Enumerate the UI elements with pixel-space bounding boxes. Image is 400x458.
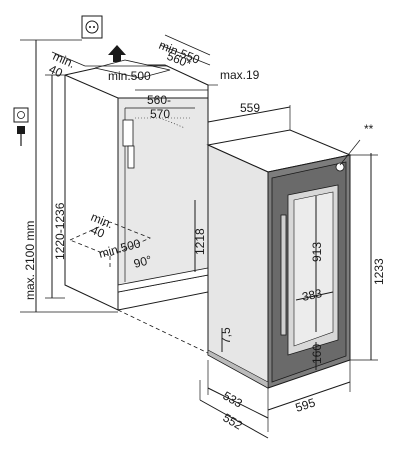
plug-icon (17, 126, 25, 146)
socket-icon (81, 15, 103, 39)
label-1218: 1218 (193, 228, 207, 255)
left-dimension-lines (20, 39, 118, 313)
appliance-dimension-lines (199, 105, 378, 439)
label-1220-1236: 1220-1236 (53, 202, 67, 260)
label-559: 559 (240, 101, 260, 115)
label-383: 383 (301, 286, 324, 304)
label-913: 913 (310, 242, 324, 262)
label-double-star: ** (364, 122, 374, 136)
ventilation-arrow-icon (108, 45, 126, 62)
label-max-2100: max. 2100 mm (23, 221, 37, 300)
label-560-570-b: 570 (150, 107, 170, 121)
label-160: 160 (310, 344, 324, 364)
socket-icon (13, 107, 29, 123)
label-min-40-top-b: 40 (47, 62, 65, 80)
label-min-500-top: min.500 (108, 69, 151, 83)
label-90-deg: 90° (132, 253, 153, 271)
top-dimension-lines (51, 34, 218, 91)
label-595: 595 (294, 395, 318, 415)
label-max-19: max.19 (220, 68, 260, 82)
niche (64, 64, 213, 356)
label-1233: 1233 (372, 258, 386, 285)
appliance (206, 129, 352, 389)
label-560-570-a: 560- (147, 93, 171, 107)
label-7-5: 7,5 (219, 327, 233, 344)
label-min-40-bottom-b: 40 (89, 223, 107, 241)
label-533: 533 (221, 388, 246, 410)
